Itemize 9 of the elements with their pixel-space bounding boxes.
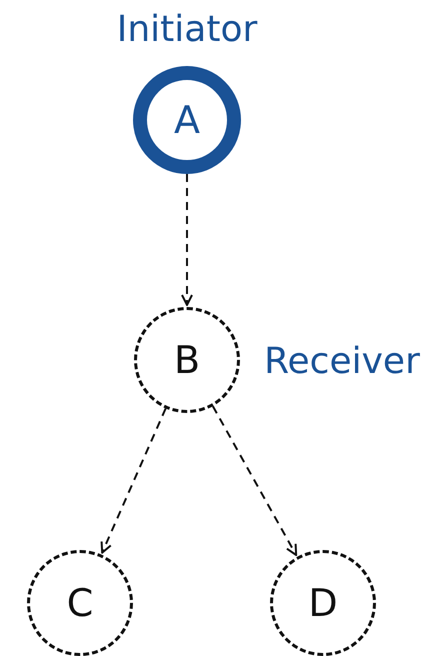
- role-label: Initiator: [116, 12, 258, 48]
- dashed-arrow: [100, 408, 167, 554]
- node-label: A: [174, 101, 200, 139]
- node-label: B: [174, 341, 200, 379]
- role-label: Receiver: [264, 344, 420, 380]
- node-label: D: [308, 584, 338, 622]
- node-label: C: [66, 584, 94, 622]
- dashed-arrow: [212, 406, 298, 556]
- dashed-arrow: [181, 174, 193, 306]
